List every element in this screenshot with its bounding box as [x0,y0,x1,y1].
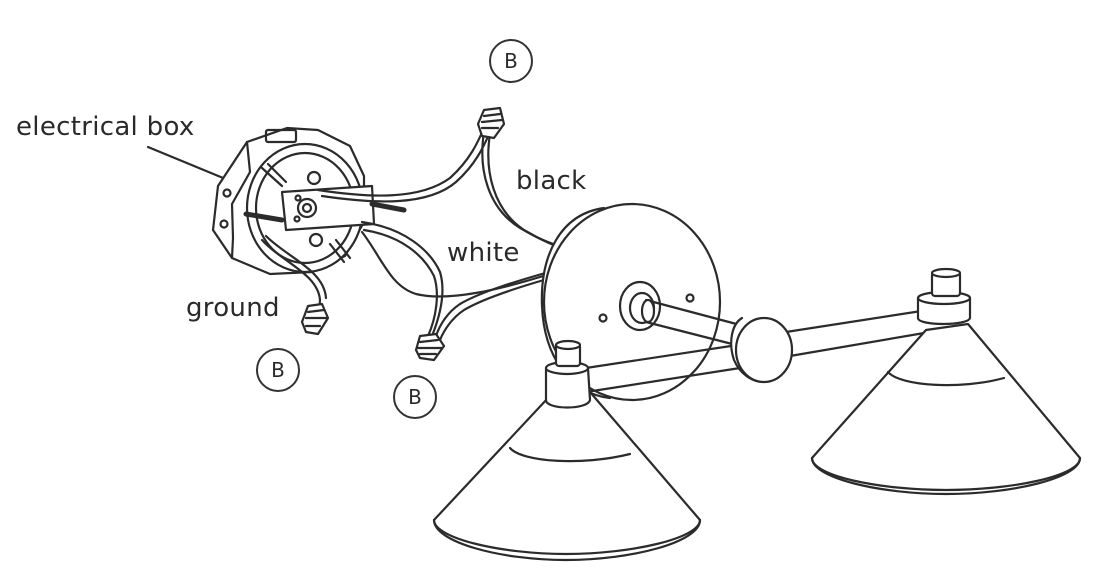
fixture-arms [584,298,932,394]
wire-connectors [300,106,506,362]
electrical-box-drawing [211,126,407,276]
shade-right [810,267,1082,496]
shade-left [432,339,702,562]
badge-b-top: B [489,39,533,83]
badge-b-left: B [256,348,300,392]
label-ground: ground [186,293,280,323]
electrical-box-leader [146,145,230,182]
connector-top [476,106,506,140]
label-black: black [516,166,587,196]
connector-ground [300,302,330,336]
fixture-canopy [540,202,722,402]
connector-lower [414,332,446,362]
badge-b-bottom: B [393,375,437,419]
label-electrical-box: electrical box [16,112,195,142]
label-white: white [447,238,520,268]
